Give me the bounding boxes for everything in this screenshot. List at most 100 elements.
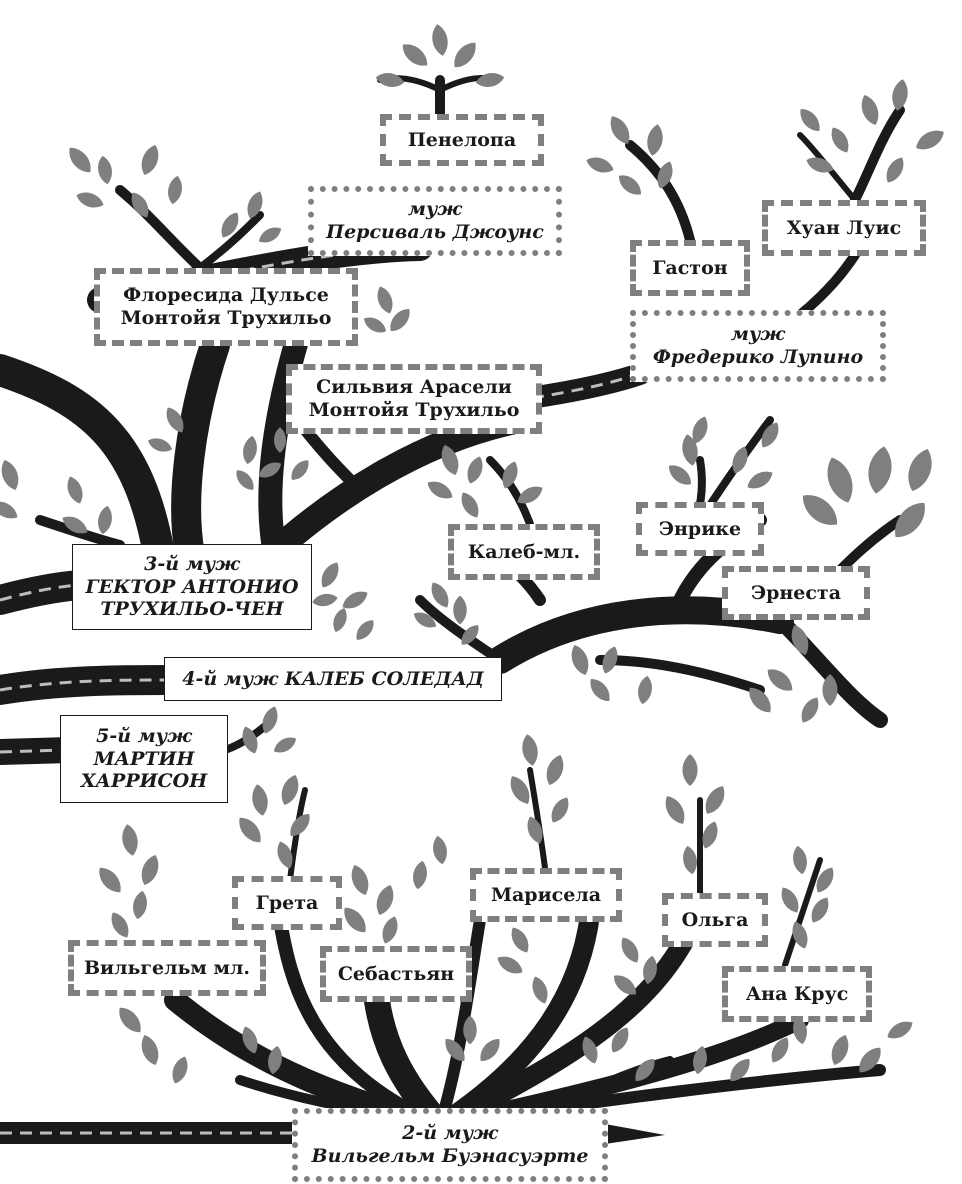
leaf [432, 24, 448, 56]
leaf [683, 845, 697, 875]
leaf [413, 612, 437, 628]
person-enrique: Энрике [636, 502, 764, 556]
leaf [281, 774, 299, 806]
leaf [168, 175, 182, 205]
leaf [527, 816, 543, 844]
leaf [511, 927, 529, 953]
leaf [732, 446, 748, 474]
leaf [831, 127, 849, 153]
trunk-third-1 [171, 330, 230, 570]
tree-leaves [0, 24, 944, 1084]
leaf [730, 1058, 750, 1082]
leaf [242, 1026, 258, 1054]
leaf [611, 1027, 629, 1053]
leaf [166, 407, 184, 433]
leaf [453, 595, 467, 625]
leaf [441, 444, 459, 476]
leaf [582, 1036, 598, 1064]
leaf [351, 864, 369, 896]
leaf [522, 734, 538, 766]
person-penelope-husband: муж Персиваль Джоунс [308, 186, 562, 256]
leaf [390, 308, 410, 332]
leaf [147, 438, 173, 452]
enrique-name: Энрике [658, 517, 742, 540]
penelope-husband-role: муж [407, 198, 463, 221]
penelope-husband-name: Персиваль Джоунс [326, 221, 544, 243]
person-marisela: Марисела [470, 868, 622, 922]
leaf [221, 212, 239, 238]
branch-left-small [35, 515, 125, 550]
leaf [546, 754, 564, 786]
leaf [480, 1038, 500, 1062]
leaf [802, 495, 838, 525]
leaf [98, 505, 112, 535]
leaf [427, 481, 453, 499]
leaf [638, 675, 652, 705]
leaf [291, 460, 309, 480]
leaf [62, 516, 88, 534]
leaf [268, 1045, 282, 1075]
trunk-left-arc [0, 354, 176, 576]
leaf [461, 625, 479, 645]
leaf [242, 726, 258, 754]
leaf [141, 144, 159, 176]
person-juan-luis: Хуан Луис [762, 200, 926, 256]
leaf [781, 887, 799, 913]
leaf [363, 317, 387, 333]
leaf [76, 192, 104, 208]
caleb-jr-name: Калеб-мл. [467, 540, 581, 563]
leaf [643, 955, 657, 985]
person-caleb-jr: Калеб-мл. [448, 524, 600, 580]
person-penelope: Пенелопа [380, 114, 544, 166]
leaf [119, 1007, 141, 1033]
leaf [621, 937, 639, 963]
fourth-husband-text: 4-й муж КАЛЕБ СОЛЕДАД [182, 667, 484, 690]
leaf [247, 191, 263, 219]
leaf [172, 1056, 188, 1084]
leaf [647, 124, 663, 156]
leaf [99, 867, 121, 893]
leaf [463, 1015, 477, 1045]
leaf [816, 867, 834, 893]
leaf [692, 416, 708, 444]
leaf [111, 912, 129, 938]
leaf [822, 674, 838, 706]
sebastian-name: Себастьян [337, 962, 455, 985]
leaf [886, 157, 904, 183]
leaf [767, 669, 793, 691]
leaf [69, 147, 91, 173]
leaf [801, 697, 819, 723]
leaf [859, 1047, 881, 1073]
silvia-line1: Сильвия Арасели [316, 376, 512, 399]
person-silvia-husband: муж Фредерико Лупино [630, 310, 886, 382]
ana-cruz-name: Ана Крус [745, 982, 849, 1005]
person-floresida: Флоресида Дульсе Монтойя Трухильо [94, 268, 358, 346]
leaf [861, 94, 879, 126]
third-husband-label: 3-й муж ГЕКТОР АНТОНИО ТРУХИЛЬО-ЧЕН [72, 544, 312, 630]
person-greta: Грета [232, 876, 342, 930]
leaf [467, 456, 483, 484]
leaf [243, 435, 257, 465]
floresida-line1: Флоресида Дульсе [123, 284, 329, 307]
leaf [908, 448, 932, 492]
leaf [811, 897, 829, 923]
silvia-husband-name: Фредерико Лупино [652, 346, 864, 368]
leaf [705, 786, 725, 814]
leaf [502, 461, 518, 489]
wilhelm-jr-name: Вильгельм мл. [83, 956, 251, 979]
leaf [590, 678, 610, 702]
leaf [613, 975, 637, 995]
leaf [532, 976, 548, 1004]
leaf [517, 486, 543, 504]
leaf [761, 422, 779, 448]
leaf [895, 502, 925, 538]
leaf [312, 593, 338, 607]
leaf [274, 427, 286, 453]
leaf [771, 1037, 789, 1063]
fifth-husband-line2: МАРТИН [93, 747, 195, 770]
leaf [277, 841, 293, 869]
second-husband-label: 2-й муж Вильгельм Буэнасуэрте [292, 1108, 608, 1182]
stem-juan-top [850, 105, 905, 205]
person-wilhelm-jr: Вильгельм мл. [68, 940, 266, 996]
leaf [618, 175, 642, 195]
